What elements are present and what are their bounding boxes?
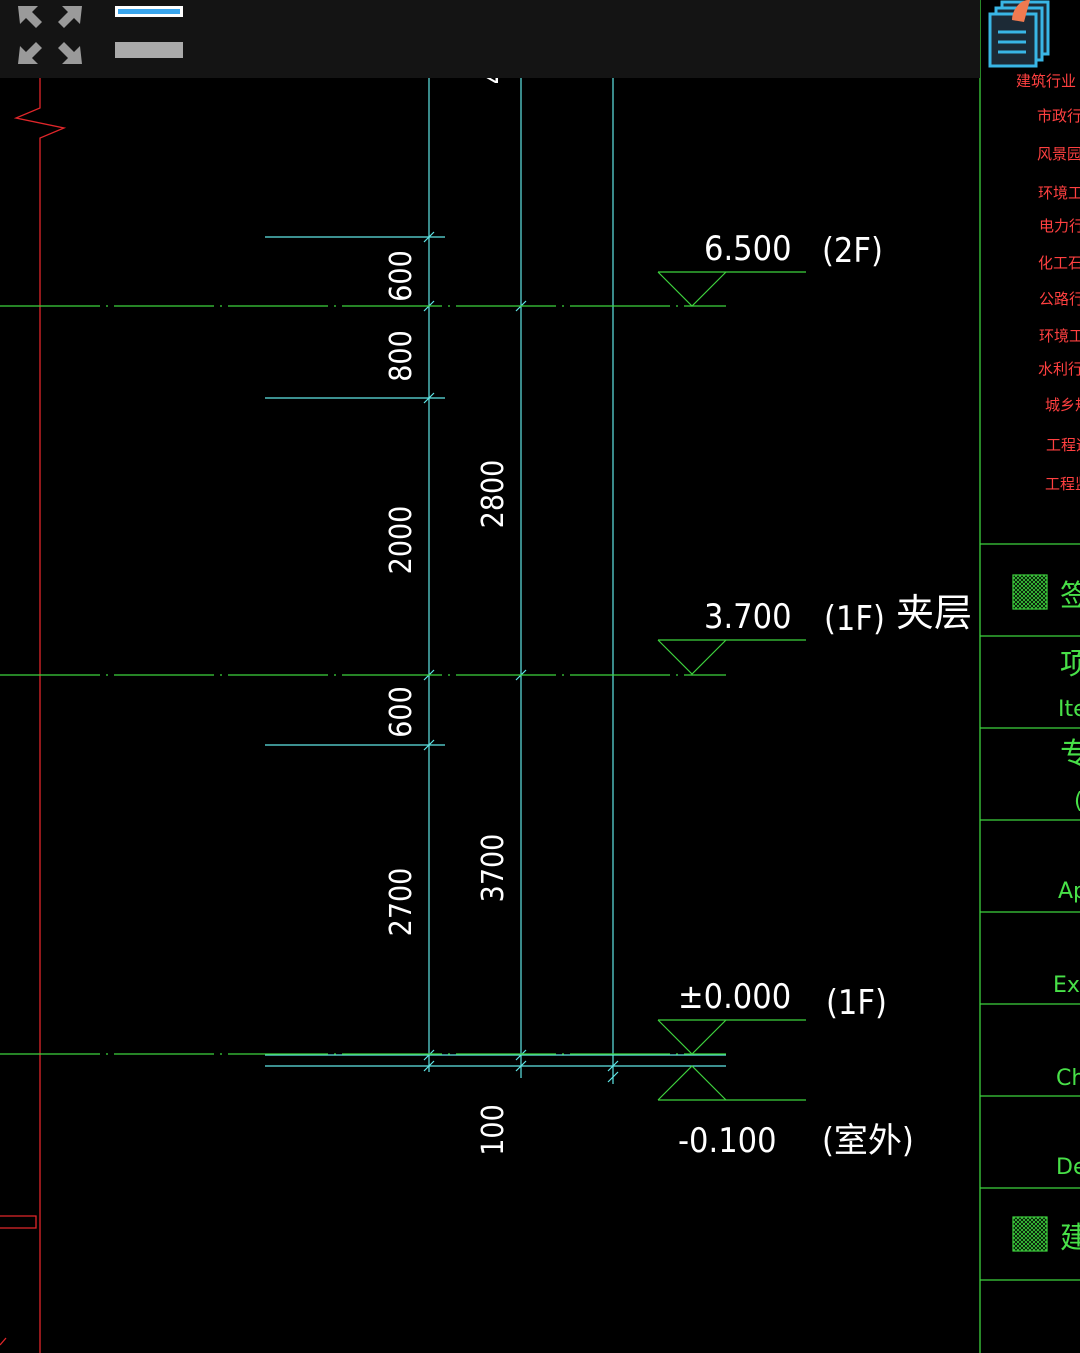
level-floor-outdoor: (室外) <box>822 1121 914 1161</box>
dim-2800: 2800 <box>476 460 511 529</box>
expand-arrows-icon <box>18 6 82 64</box>
level-marker-3700 <box>657 639 806 675</box>
hatch-logo-icon <box>1012 1216 1048 1252</box>
sidebar-row-discipline-sub: ( <box>1074 789 1080 814</box>
fullscreen-button[interactable] <box>14 2 86 68</box>
document-stack-icon <box>988 0 1050 68</box>
level-floor-2f: (2F) <box>822 231 883 271</box>
dim-2000: 2000 <box>384 506 419 575</box>
dim-2700: 2700 <box>384 868 419 937</box>
sidebar-row-checked: Ch <box>1056 1066 1080 1091</box>
sidebar-row-project-sub: Ite <box>1058 697 1080 722</box>
sidebar-row-designed: De <box>1056 1155 1080 1180</box>
dim-3700: 3700 <box>476 834 511 903</box>
dim-100: 100 <box>476 1104 511 1156</box>
industry-item: 电力行业 <box>1039 217 1080 235</box>
viewer-toolbar <box>0 0 980 78</box>
industry-item: 工程造 <box>1046 436 1080 454</box>
level-value-0100: -0.100 <box>678 1121 777 1161</box>
industry-item: 建筑行业（建 <box>1016 72 1080 90</box>
industry-item: 化工石化 <box>1038 254 1080 272</box>
level-floor-1f: (1F) <box>826 983 887 1023</box>
title-block-sidebar: 建筑行业（建 市政行业 风景园林 环境工程 电力行业 化工石化 公路行业 环境工… <box>979 0 1080 1353</box>
sidebar-row-building: 建 <box>1060 1221 1080 1256</box>
dim-600-top: 600 <box>384 250 419 302</box>
document-stack-button[interactable] <box>986 0 1054 68</box>
dimension-lines <box>265 0 726 1084</box>
level-value-3700: 3.700 <box>704 597 792 637</box>
level-marker-6500 <box>657 271 806 307</box>
industry-item: 水利行业 <box>1038 360 1080 378</box>
dim-800: 800 <box>384 330 419 382</box>
sidebar-row-sign: 签 <box>1060 579 1080 614</box>
industry-item: 风景园林 <box>1037 145 1080 163</box>
industry-item: 环境工程 <box>1039 327 1080 345</box>
level-marker-0000 <box>657 1019 806 1055</box>
floor-level-lines <box>0 305 726 1055</box>
menu-button[interactable] <box>112 4 184 62</box>
level-value-0000: ±0.000 <box>678 977 791 1017</box>
sidebar-row-examined: Ex <box>1053 973 1080 998</box>
hatch-logo-icon <box>1012 574 1048 610</box>
industry-item: 工程监 <box>1045 475 1080 493</box>
level-floor-1f-mezz: (1F) <box>824 599 885 639</box>
sidebar-row-discipline: 专 <box>1060 737 1080 772</box>
hamburger-menu-icon <box>115 6 183 58</box>
industry-item: 公路行业 <box>1039 290 1080 308</box>
level-marker-0100 <box>657 1065 806 1101</box>
drawing-border <box>0 0 67 1353</box>
industry-item: 市政行业 <box>1037 107 1080 125</box>
dim-600-mid: 600 <box>384 686 419 738</box>
sidebar-row-project: 项 <box>1060 647 1080 682</box>
industry-item: 城乡规 <box>1045 396 1080 414</box>
level-value-6500: 6.500 <box>704 229 792 269</box>
level-note-mezzanine: 夹层 <box>896 591 972 635</box>
sidebar-row-approved: Ap <box>1058 879 1080 904</box>
industry-item: 环境工程 <box>1038 184 1080 202</box>
